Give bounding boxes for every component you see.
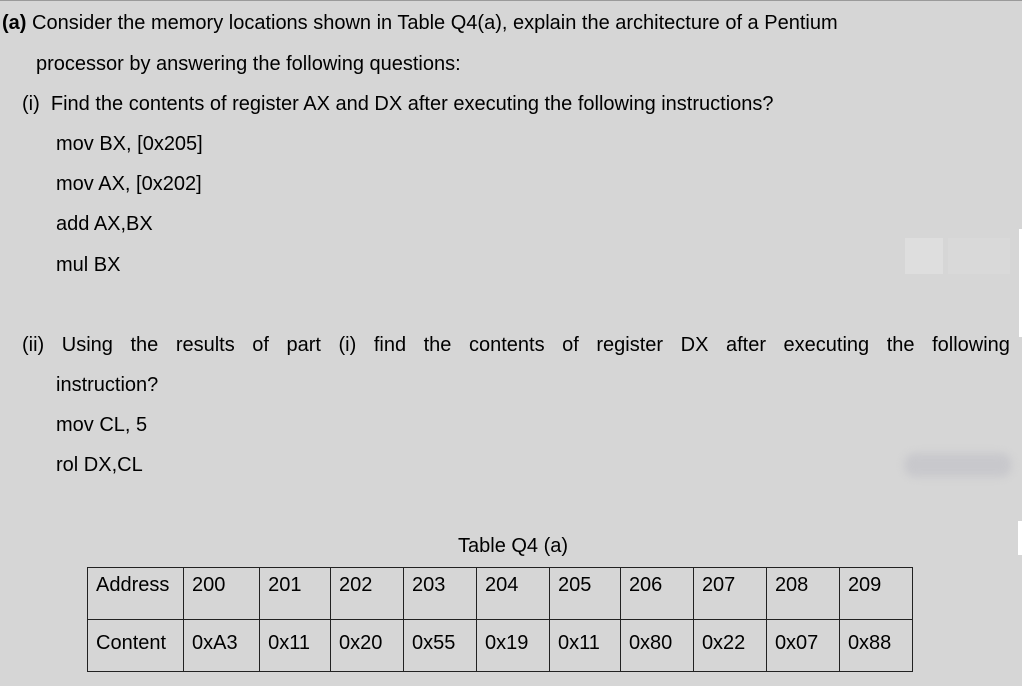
address-cell: 201 (259, 567, 332, 620)
part-ii-word: contents (468, 334, 545, 356)
instruction-line: mov BX, [0x205] (56, 133, 203, 155)
content-cell: 0x11 (549, 619, 621, 672)
content-cell: 0x55 (403, 619, 478, 672)
part-ii-text-continued: instruction? (56, 374, 159, 396)
part-ii-word: of (562, 334, 579, 356)
content-cell: 0x22 (692, 619, 767, 672)
part-ii-word: of (252, 334, 269, 356)
content-cell: 0x11 (259, 619, 332, 672)
address-cell: 203 (403, 567, 478, 620)
part-i-label: (i) (22, 93, 40, 115)
content-cell: 0x07 (765, 619, 840, 672)
part-ii-word: DX (680, 334, 709, 356)
part-ii-word: the (423, 334, 452, 356)
address-cell: 206 (619, 567, 694, 620)
question-intro-line-2: processor by answering the following que… (36, 53, 461, 75)
address-cell: 207 (692, 567, 767, 620)
part-i-heading: (i) Find the contents of register AX and… (22, 92, 774, 116)
part-i-text: Find the contents of register AX and DX … (50, 93, 774, 115)
part-ii-word: the (886, 334, 915, 356)
question-label: (a) (2, 12, 27, 34)
part-ii-heading: (ii) Using the results of part (i) find … (22, 333, 1010, 357)
address-cell: 205 (549, 567, 621, 620)
faded-mark (948, 238, 1010, 274)
table-row: Content 0xA3 0x11 0x20 0x55 0x19 0x11 0x… (87, 619, 914, 672)
question-intro-line-1: (a) Consider the memory locations shown … (2, 11, 838, 35)
part-ii-word: part (286, 334, 321, 356)
content-cell: 0x19 (476, 619, 551, 672)
instruction-line: mov CL, 5 (56, 414, 148, 436)
part-ii-word: register (596, 334, 664, 356)
blurred-marks-label (904, 453, 1012, 477)
address-cell: 202 (330, 567, 405, 620)
part-ii-word: the (130, 334, 159, 356)
question-intro-text: Consider the memory locations shown in T… (26, 12, 838, 34)
table-row: Address 200 201 202 203 204 205 206 207 … (87, 567, 914, 620)
content-cell: 0x20 (330, 619, 405, 672)
faded-mark (905, 238, 943, 274)
address-cell: 204 (476, 567, 551, 620)
instruction-line: mov AX, [0x202] (56, 173, 202, 195)
content-cell: 0xA3 (182, 619, 261, 672)
page-edge (1019, 229, 1022, 337)
instruction-line: rol DX,CL (56, 454, 143, 476)
content-header: Content (87, 619, 184, 672)
part-ii-word: following (932, 334, 1010, 356)
part-ii-word: results (175, 334, 235, 356)
address-cell: 209 (838, 567, 914, 620)
content-cell: 0x88 (838, 619, 914, 672)
part-ii-word: after (725, 334, 766, 356)
part-ii-word: (i) (338, 334, 357, 356)
part-ii-word: executing (783, 334, 870, 356)
address-cell: 200 (182, 567, 261, 620)
page-edge (1018, 521, 1022, 555)
part-ii-word: (ii) (22, 334, 45, 356)
address-cell: 208 (765, 567, 840, 620)
address-header: Address (87, 567, 184, 620)
content-cell: 0x80 (619, 619, 694, 672)
part-ii-word: Using (61, 334, 113, 356)
instruction-line: add AX,BX (56, 213, 153, 235)
part-ii-word: find (373, 334, 407, 356)
table-caption: Table Q4 (a) (458, 535, 569, 557)
memory-table: Address 200 201 202 203 204 205 206 207 … (87, 567, 914, 672)
instruction-line: mul BX (56, 254, 121, 276)
